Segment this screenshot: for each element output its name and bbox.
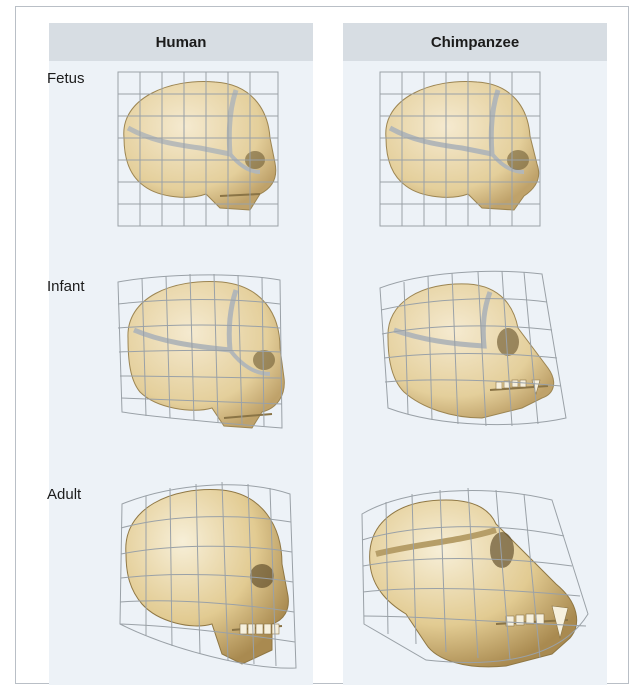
chimp-infant-skull [372, 268, 572, 436]
human-column-header: Human [49, 23, 313, 61]
stage-label-infant: Infant [47, 278, 85, 295]
human-adult-skull [112, 474, 302, 674]
chimp-column-header: Chimpanzee [343, 23, 607, 61]
chimp-adult-skull [356, 474, 596, 674]
human-infant-skull [112, 268, 292, 436]
human-fetus-skull [110, 68, 286, 230]
stage-label-fetus: Fetus [47, 70, 85, 87]
stage-label-adult: Adult [47, 486, 81, 503]
chimp-fetus-skull [372, 68, 548, 230]
